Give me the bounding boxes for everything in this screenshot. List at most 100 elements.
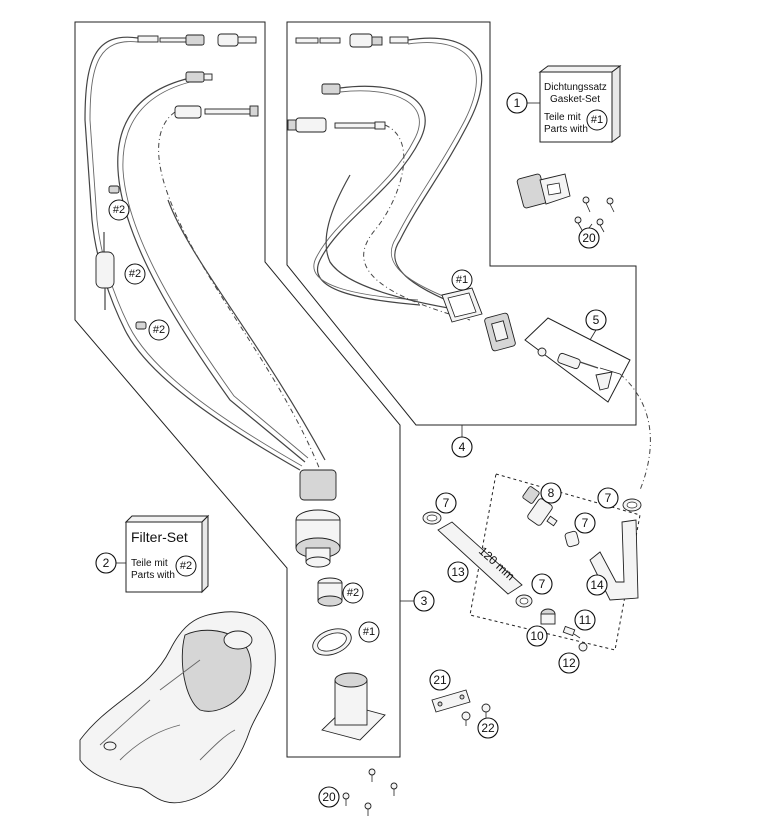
pump-filter-sleeve — [317, 577, 343, 607]
ref-2-pump-sleeve: #2 — [342, 582, 364, 604]
right-hose-3 — [325, 174, 461, 311]
callout-10: 10 — [526, 625, 548, 647]
quick-coupling-top-right-2 — [287, 117, 386, 133]
ref-2-clamp-2: #2 — [148, 319, 170, 341]
filter-set-kit-box: Filter-Set Teile mit Parts with — [124, 514, 210, 594]
callout-5: 5 — [585, 309, 607, 331]
svg-text:#2: #2 — [129, 268, 141, 280]
svg-text:#1: #1 — [363, 626, 375, 638]
fuel-pump-unit — [295, 469, 341, 568]
breather-hose-right — [619, 373, 651, 491]
callout-1: 1 — [506, 92, 528, 114]
ref-2-filter-kit: #2 — [175, 555, 197, 577]
connector-plug-left — [185, 71, 213, 83]
callout-20-bottom: 20 — [318, 786, 340, 808]
gasket-kit-line-4: Parts with — [544, 124, 588, 135]
ref-1-square-seal: #1 — [451, 269, 473, 291]
screws-22 — [461, 703, 491, 726]
ref-2-clamp-1: #2 — [108, 199, 130, 221]
quick-coupling-mid-left — [174, 105, 259, 119]
svg-text:#1: #1 — [591, 114, 603, 126]
vent-hose-solid — [167, 199, 326, 461]
quick-coupling-top-right-1 — [295, 33, 409, 48]
gasket-kit-line-3: Teile mit — [544, 112, 581, 123]
svg-text:20: 20 — [582, 231, 596, 245]
svg-text:13: 13 — [451, 565, 465, 579]
svg-text:7: 7 — [443, 496, 450, 510]
leader-20-top — [588, 223, 593, 229]
svg-text:10: 10 — [530, 629, 544, 643]
vent-hose — [158, 111, 321, 471]
clamp-7-left — [422, 511, 442, 525]
callout-7-right: 7 — [597, 487, 619, 509]
right-hose-1-inner — [390, 42, 477, 307]
screws-top-right — [574, 196, 615, 233]
svg-text:11: 11 — [579, 613, 592, 627]
screws-20-bottom — [342, 768, 398, 816]
callout-20-top: 20 — [578, 227, 600, 249]
fuel-hose-long-inner — [89, 41, 303, 467]
hose-13-120mm — [437, 521, 523, 595]
callout-7-mid-top: 7 — [574, 512, 596, 534]
svg-text:#1: #1 — [456, 274, 468, 286]
svg-text:20: 20 — [322, 790, 336, 804]
callout-4: 4 — [451, 436, 473, 458]
svg-text:#2: #2 — [153, 324, 165, 336]
svg-text:7: 7 — [605, 491, 612, 505]
screw-11 — [562, 625, 581, 639]
svg-text:7: 7 — [539, 577, 546, 591]
right-hose-2 — [317, 85, 426, 306]
svg-text:#2: #2 — [180, 560, 192, 572]
callout-14: 14 — [586, 574, 608, 596]
callout-8: 8 — [540, 482, 562, 504]
svg-text:3: 3 — [421, 594, 428, 608]
gasket-square-seal — [441, 287, 483, 323]
connector-plug-right — [321, 83, 341, 95]
gasket-kit-line-2: Gasket-Set — [550, 94, 600, 105]
callout-12: 12 — [558, 652, 580, 674]
svg-text:5: 5 — [593, 313, 600, 327]
group-4-outline — [286, 21, 637, 426]
fitting-10 — [540, 608, 556, 625]
fuel-hose-long — [84, 36, 301, 471]
clamp-7-right — [622, 498, 642, 512]
cover-plate-21 — [431, 689, 471, 713]
callout-7-left: 7 — [435, 492, 457, 514]
callout-3: 3 — [413, 590, 435, 612]
svg-text:21: 21 — [433, 673, 447, 687]
svg-text:12: 12 — [562, 656, 576, 670]
return-hose — [117, 77, 306, 463]
pump-gasket-ring — [312, 628, 352, 656]
filter-kit-line-2: Parts with — [131, 570, 175, 581]
svg-text:7: 7 — [582, 516, 589, 530]
svg-text:#2: #2 — [113, 204, 125, 216]
ref-1-gasket-ring: #1 — [358, 621, 380, 643]
callout-2: 2 — [95, 552, 117, 574]
mounting-bracket-top-right — [516, 173, 571, 209]
ref-1-kit-box: #1 — [586, 109, 608, 131]
right-vent-hose — [363, 124, 471, 321]
right-hose-1 — [394, 37, 483, 311]
callout-22: 22 — [477, 717, 499, 739]
quick-coupling-top-left — [137, 33, 257, 47]
pump-housing-flange — [321, 672, 386, 741]
svg-text:22: 22 — [481, 721, 495, 735]
clamp-7-mid — [515, 594, 533, 608]
svg-text:#2: #2 — [347, 587, 359, 599]
fuel-injector-8 — [522, 486, 558, 527]
svg-text:1: 1 — [514, 96, 521, 110]
svg-text:8: 8 — [548, 486, 555, 500]
callout-21: 21 — [429, 669, 451, 691]
fuel-tank — [79, 611, 276, 804]
callout-11: 11 — [574, 609, 596, 631]
leader-5 — [589, 329, 597, 341]
o-ring-12 — [578, 642, 588, 652]
hose-end-7 — [564, 530, 580, 548]
fuel-level-sensor — [537, 347, 621, 391]
inline-fuel-filter — [95, 232, 115, 310]
svg-text:2: 2 — [103, 556, 110, 570]
gasket-set-kit-box: Dichtungssatz Gasket-Set Teile mit Parts… — [538, 65, 622, 143]
filter-kit-line-1: Teile mit — [131, 558, 168, 569]
gasket-kit-line-1: Dichtungssatz — [544, 82, 607, 93]
